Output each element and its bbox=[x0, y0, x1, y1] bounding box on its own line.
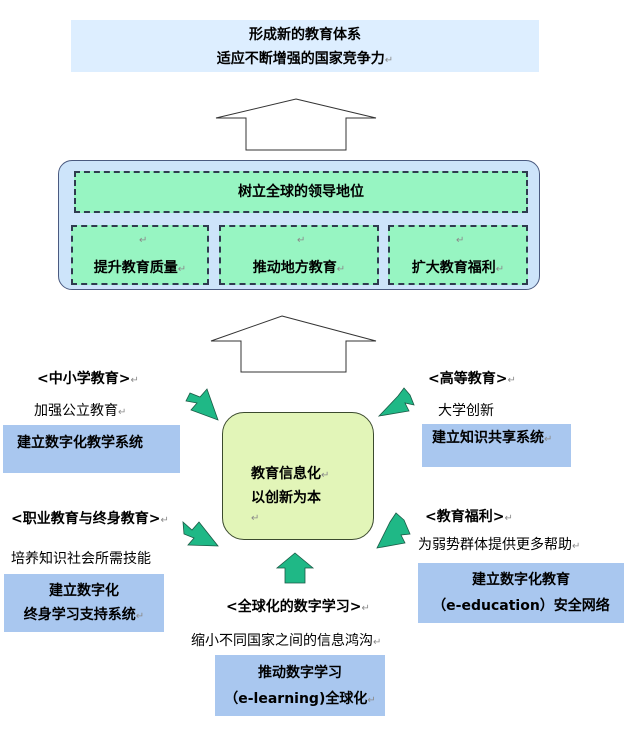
green-arrow-top-right bbox=[377, 387, 415, 417]
quality-box: ↵ 提升教育质量↵ bbox=[71, 225, 209, 285]
local-education-box: ↵ 推动地方教育↵ bbox=[219, 225, 379, 285]
welfare-title: <教育福利>↵ bbox=[425, 509, 513, 525]
higher-desc: 大学创新 bbox=[438, 403, 494, 419]
welfare-action-1: 建立数字化教育 bbox=[472, 572, 570, 588]
primary-title: <中小学教育>↵ bbox=[37, 371, 139, 387]
green-arrow-top-left bbox=[185, 388, 219, 421]
higher-action: 建立知识共享系统↵ bbox=[432, 430, 553, 446]
goal-box: 形成新的教育体系 适应不断增强的国家竞争力↵ bbox=[71, 20, 539, 72]
quality-label: 提升教育质量↵ bbox=[93, 260, 187, 276]
core-box: 教育信息化↵ 以创新为本 ↵ bbox=[222, 412, 374, 540]
green-arrow-bottom bbox=[275, 552, 315, 584]
welfare-desc: 为弱势群体提供更多帮助↵ bbox=[418, 537, 581, 553]
up-arrow-top bbox=[215, 98, 377, 151]
core-line-1: 教育信息化↵ bbox=[251, 466, 330, 482]
primary-desc: 加强公立教育↵ bbox=[34, 403, 127, 419]
welfare-action-box: 建立数字化教育 （e-education）安全网络 bbox=[418, 563, 624, 623]
global-action-box: 推动数字学习 （e-learning)全球化↵ bbox=[215, 655, 385, 716]
vocational-action-1: 建立数字化 bbox=[49, 583, 119, 599]
higher-title: <高等教育>↵ bbox=[428, 371, 516, 387]
goal-line-1: 形成新的教育体系 bbox=[249, 27, 361, 43]
higher-action-box: 建立知识共享系统↵ bbox=[422, 424, 571, 467]
leadership-label: 树立全球的领导地位 bbox=[238, 184, 364, 200]
vocational-title: <职业教育与终身教育>↵ bbox=[11, 511, 169, 527]
global-desc: 缩小不同国家之间的信息鸿沟↵ bbox=[191, 633, 382, 649]
global-action-2: （e-learning)全球化↵ bbox=[224, 691, 376, 707]
goal-line-2: 适应不断增强的国家竞争力↵ bbox=[216, 51, 394, 67]
core-line-2: 以创新为本 bbox=[251, 490, 321, 506]
vocational-action-2: 终身学习支持系统↵ bbox=[23, 607, 145, 623]
global-action-1: 推动数字学习 bbox=[258, 665, 342, 681]
vocational-action-box: 建立数字化 终身学习支持系统↵ bbox=[4, 574, 164, 632]
primary-action-box: 建立数字化教学系统 bbox=[3, 425, 180, 473]
welfare-expansion-label: 扩大教育福利↵ bbox=[411, 260, 505, 276]
vocational-desc: 培养知识社会所需技能 bbox=[11, 551, 151, 567]
green-arrow-mid-left bbox=[182, 521, 219, 547]
welfare-expansion-box: ↵ 扩大教育福利↵ bbox=[388, 225, 528, 285]
green-arrow-mid-right bbox=[376, 512, 411, 549]
welfare-action-2: （e-education）安全网络 bbox=[432, 598, 610, 614]
up-arrow-middle bbox=[210, 315, 377, 373]
primary-action: 建立数字化教学系统 bbox=[17, 435, 143, 451]
local-education-label: 推动地方教育↵ bbox=[252, 260, 346, 276]
global-title: <全球化的数字学习>↵ bbox=[226, 599, 370, 615]
leadership-box: 树立全球的领导地位 bbox=[74, 171, 528, 213]
